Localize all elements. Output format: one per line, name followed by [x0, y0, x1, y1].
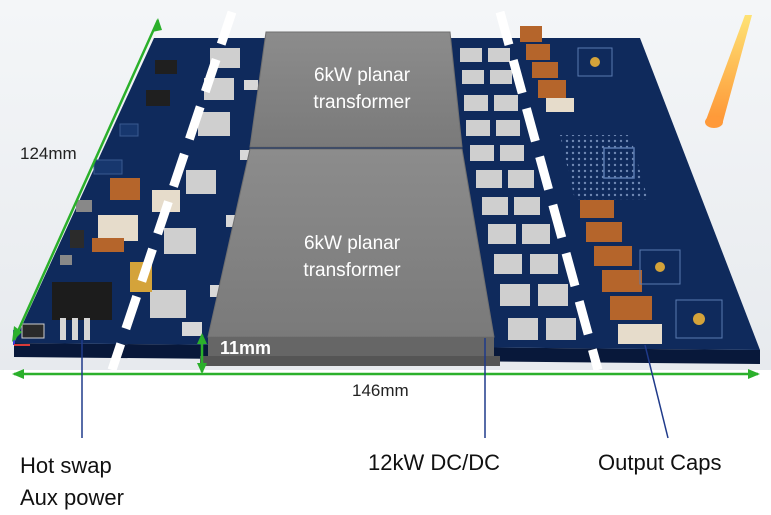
light-beam — [706, 15, 752, 125]
callout-hotswap-line1: Hot swap — [20, 453, 112, 478]
hot-swap-mosfet — [52, 282, 112, 340]
dimension-height — [197, 333, 207, 374]
right-components — [460, 48, 576, 340]
transformer-top — [249, 31, 463, 148]
leader-caps — [644, 344, 669, 439]
ic-square — [603, 147, 635, 179]
transformer-top-label-line1: 6kW planar — [313, 65, 411, 86]
callout-output-caps: Output Caps — [598, 450, 722, 475]
dashed-line-left — [107, 10, 237, 372]
output-caps-lower — [580, 200, 662, 344]
light-beam-tip — [705, 116, 723, 128]
transformer-base-shadow — [200, 356, 500, 366]
dimension-depth — [12, 18, 162, 342]
transformer-bottom-label-line1: 6kW planar — [303, 233, 401, 254]
dimension-depth-label: 124mm — [20, 144, 77, 163]
connector — [21, 323, 45, 339]
dashed-line-right — [495, 10, 603, 372]
callout-dcdc: 12kW DC/DC — [368, 450, 501, 475]
transformer-base — [208, 337, 494, 356]
mounting-pads — [577, 47, 723, 339]
transformer-top-label: 6kW planar transformer — [282, 62, 442, 116]
transformer-bottom-label-line2: transformer — [303, 260, 401, 281]
transformer-top-label-line2: transformer — [313, 92, 411, 113]
callout-hotswap-line2: Aux power — [20, 485, 124, 510]
transformer-bottom-label: 6kW planar transformer — [272, 230, 432, 284]
dimension-width — [12, 369, 760, 379]
callout-hotswap: Hot swap Aux power — [20, 450, 124, 514]
dimension-height-label: 11mm — [220, 338, 272, 358]
output-caps-upper — [520, 26, 574, 112]
dimension-width-label: 146mm — [352, 381, 409, 400]
